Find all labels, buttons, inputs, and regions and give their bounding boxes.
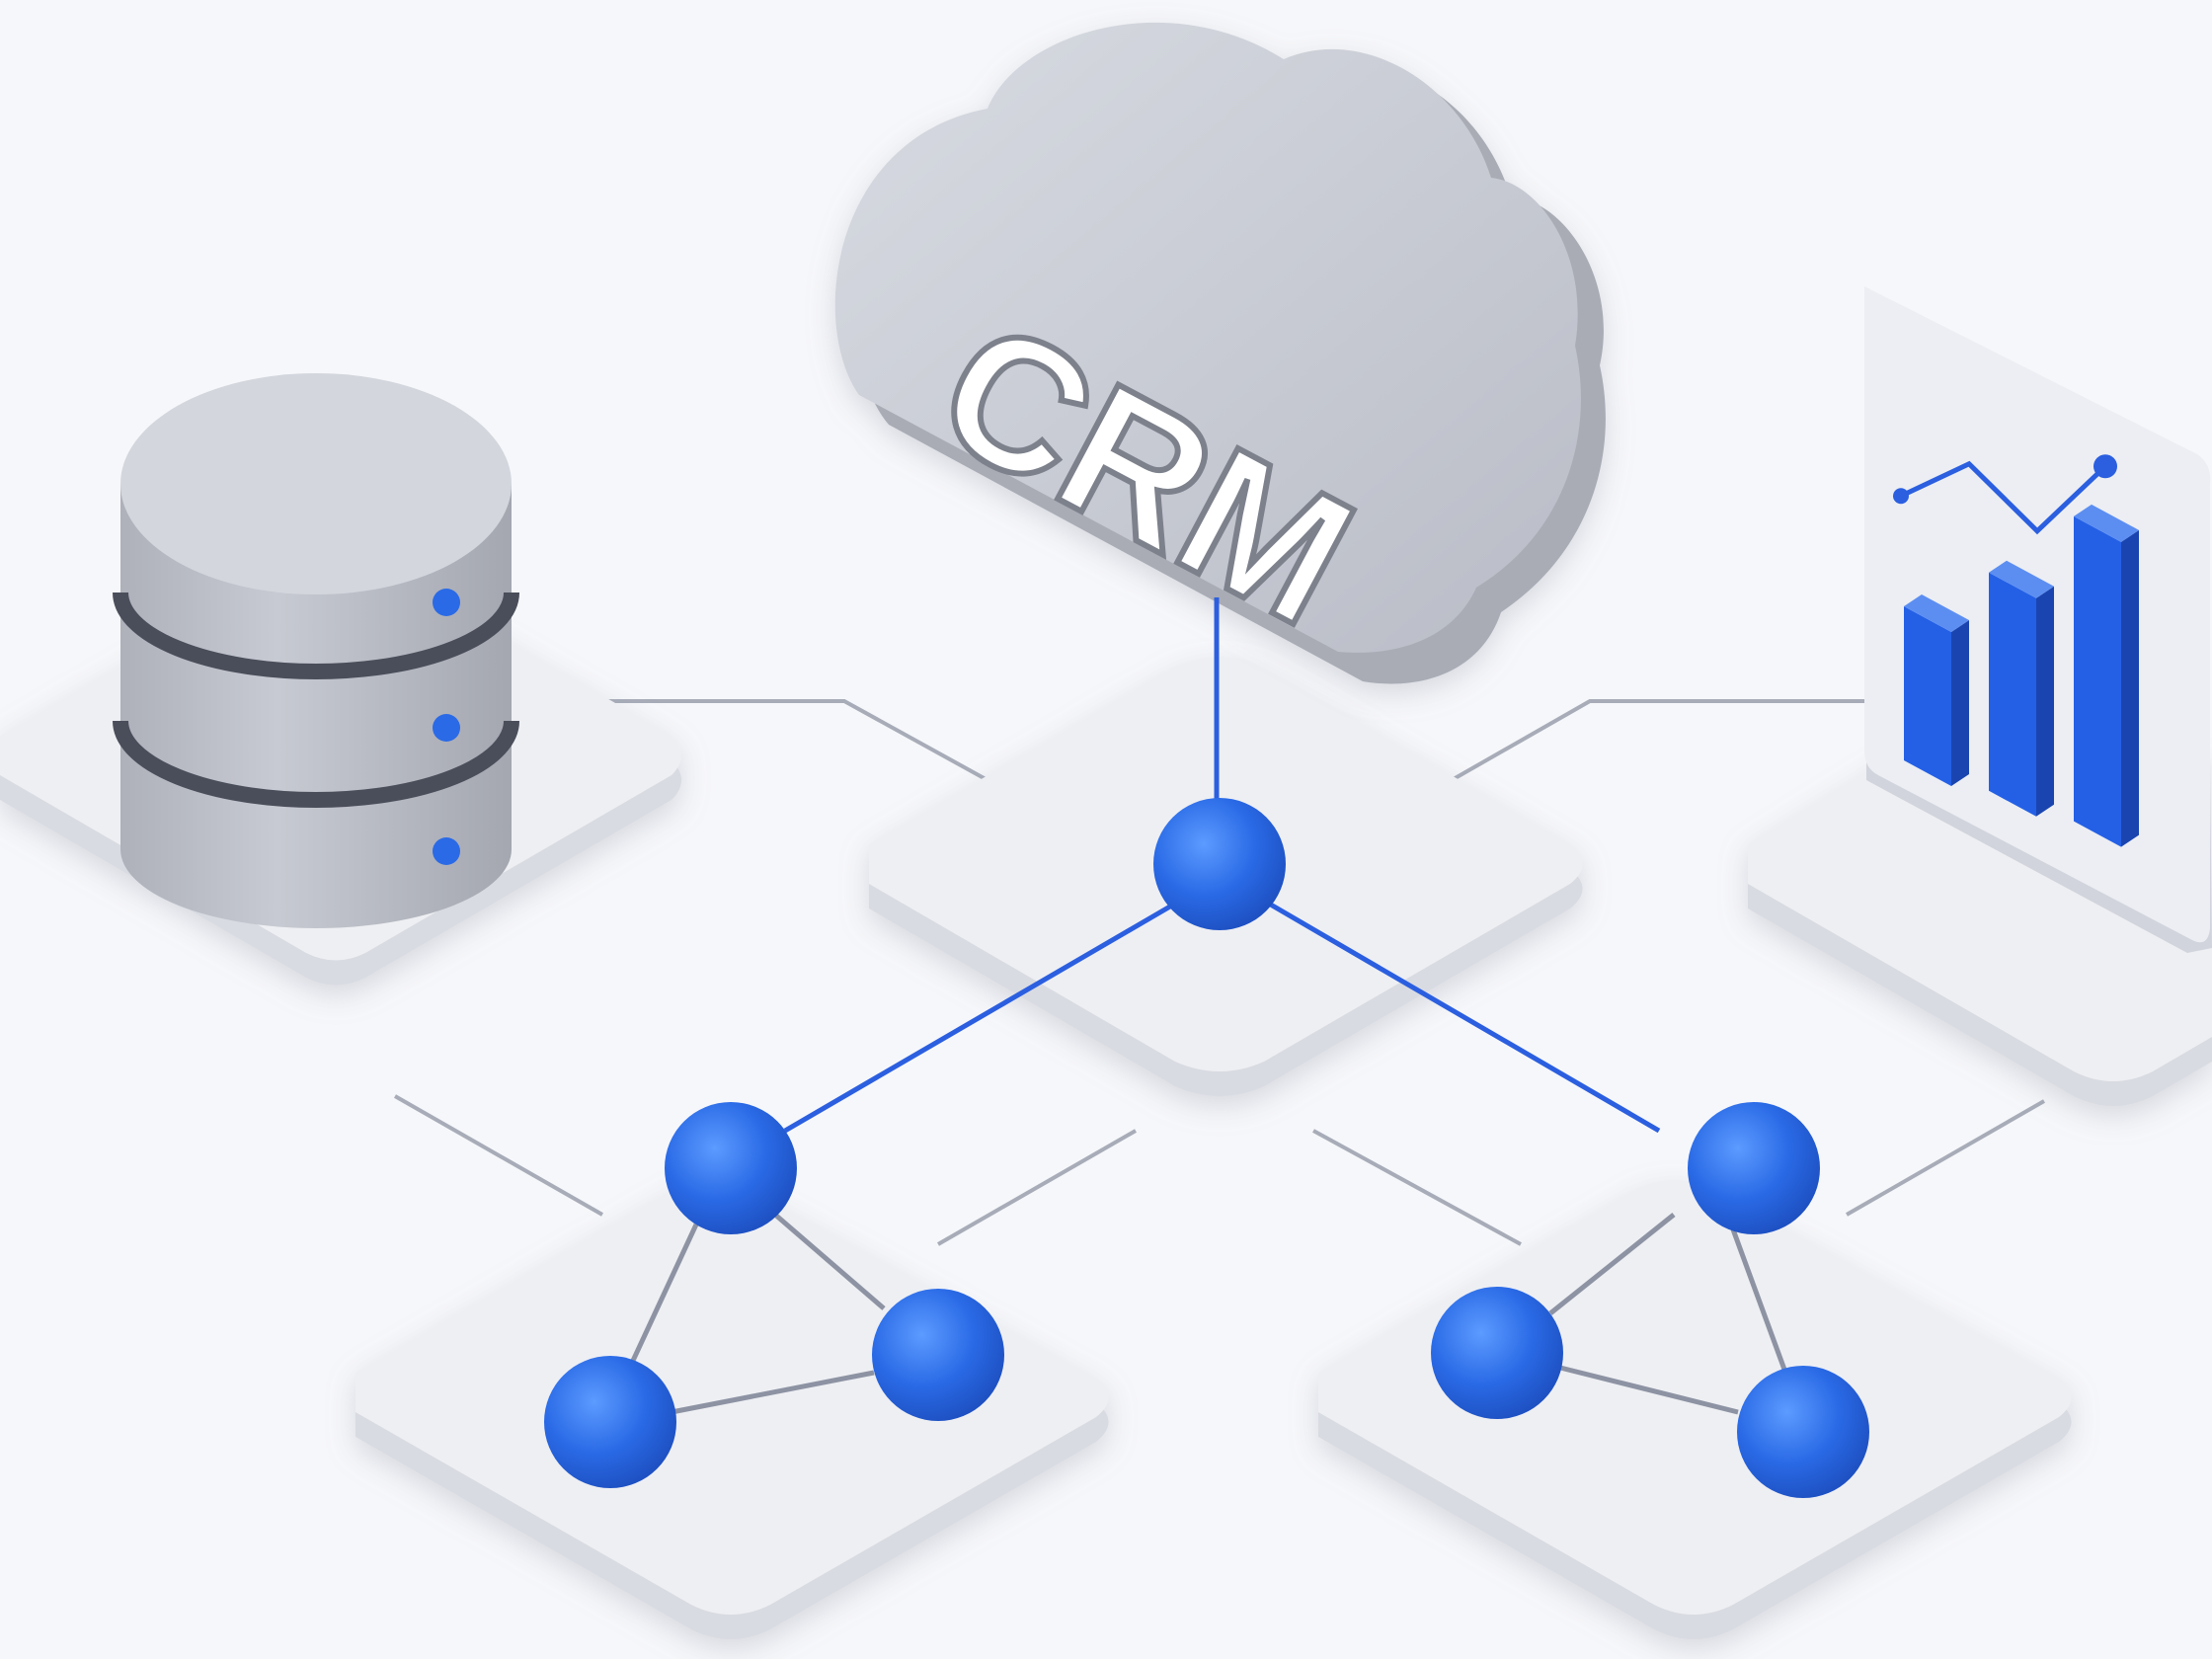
database-indicator-light — [433, 837, 460, 865]
right-cluster-top-node — [1688, 1102, 1820, 1234]
chart-bar-side — [2036, 586, 2054, 817]
chart-bar-top — [2074, 504, 2139, 542]
chart-bar-top — [1904, 594, 1969, 632]
network-node-icon — [544, 798, 1869, 1498]
database-indicator-light — [433, 589, 460, 616]
left-cluster-left-node — [544, 1356, 676, 1488]
left-cluster-right-node — [872, 1289, 1004, 1421]
chart-bar — [2074, 515, 2121, 847]
chart-bar-top — [1989, 560, 2054, 598]
left-cluster-top-node — [665, 1102, 797, 1234]
chart-bar — [1989, 572, 2036, 817]
hub-node — [1153, 798, 1286, 930]
right-cluster-left-node — [1431, 1287, 1563, 1419]
database-indicator-light — [433, 714, 460, 742]
cloud-icon: CRM — [834, 22, 1606, 684]
chart-bar — [1904, 606, 1951, 786]
database-icon — [113, 373, 519, 928]
chart-bar-side — [2121, 529, 2139, 847]
trend-end-dot — [2094, 454, 2117, 479]
platform-right-cluster — [1318, 1180, 2072, 1639]
background-connectors — [394, 699, 2045, 1246]
chart-bar-side — [1951, 620, 1969, 786]
trend-line — [1899, 460, 2107, 535]
trend-start-dot — [1893, 488, 1909, 505]
bar-group — [1904, 504, 2139, 847]
platform-left-cluster — [356, 1180, 1109, 1639]
right-cluster-right-node — [1737, 1366, 1869, 1498]
network-connectors — [629, 901, 1790, 1415]
bar-chart-icon — [1864, 286, 2212, 953]
